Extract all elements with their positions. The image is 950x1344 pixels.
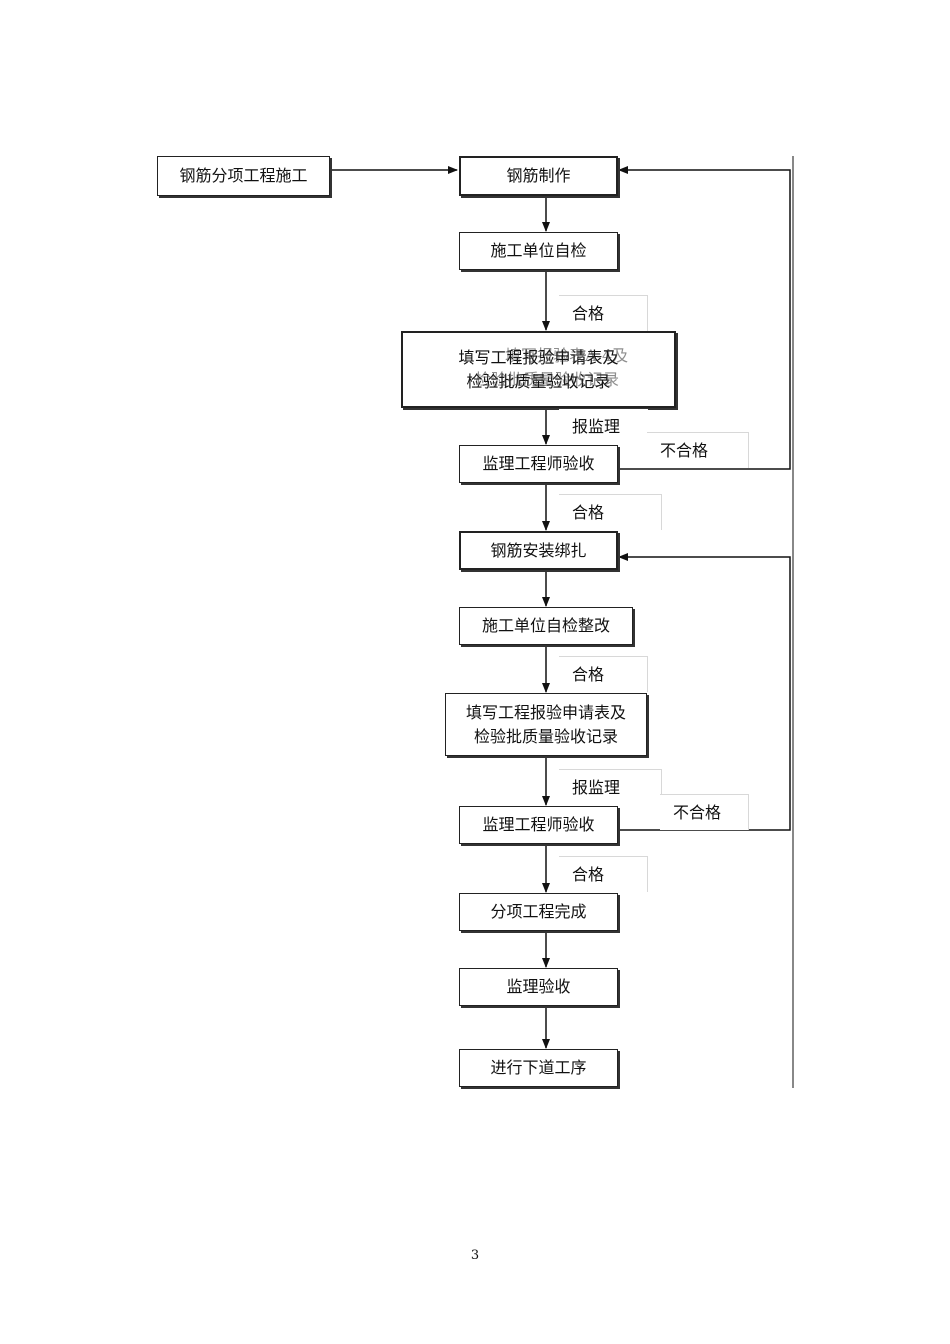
loop-fail-2 <box>617 553 791 831</box>
form-1-box: 填写工程报验申请表及 检验批质量验收记录 <box>401 331 676 408</box>
self-check-1-label: 施工单位自检 <box>490 241 587 260</box>
next-label: 进行下道工序 <box>490 1058 587 1077</box>
form-1-line1: 填写工程报验申请表及 <box>458 347 619 367</box>
self-check-1-box: 施工单位自检 <box>459 232 618 270</box>
supervise-label: 监理验收 <box>506 977 571 996</box>
fail-2-label: 不合格 <box>660 794 749 830</box>
pass-3-label: 合格 <box>559 656 648 692</box>
fail-1-label: 不合格 <box>647 432 749 468</box>
self-check-2-box: 施工单位自检整改 <box>459 607 633 645</box>
form-2-box: 填写工程报验申请表及 检验批质量验收记录 <box>445 693 647 756</box>
make-label: 钢筋制作 <box>506 166 571 185</box>
make-box: 钢筋制作 <box>459 156 618 196</box>
form-1-overlay-line1: 填写报验表A-4及 <box>505 346 629 365</box>
report-1-label: 报监理 <box>559 409 648 445</box>
loop-fail-1 <box>617 166 791 470</box>
inspect-2-box: 监理工程师验收 <box>459 806 618 844</box>
install-label: 钢筋安装绑扎 <box>490 540 587 560</box>
start-label: 钢筋分项工程施工 <box>179 166 308 185</box>
supervise-box: 监理验收 <box>459 968 618 1006</box>
start-box: 钢筋分项工程施工 <box>157 156 330 196</box>
form-1-overlay-line2: 检验批质量验收记录 <box>475 370 620 389</box>
inspect-1-label: 监理工程师验收 <box>482 454 595 473</box>
pass-4-label: 合格 <box>559 856 648 892</box>
page-number: 3 <box>470 1248 480 1263</box>
form-2-line2: 检验批质量验收记录 <box>473 726 618 746</box>
complete-label: 分项工程完成 <box>490 902 587 921</box>
self-check-2-label: 施工单位自检整改 <box>481 616 610 635</box>
inspect-1-box: 监理工程师验收 <box>459 445 618 483</box>
inspect-2-label: 监理工程师验收 <box>482 815 595 834</box>
pass-1-label: 合格 <box>559 295 648 331</box>
form-2-line1: 填写工程报验申请表及 <box>465 702 626 722</box>
pass-2-label: 合格 <box>559 494 662 530</box>
report-2-label: 报监理 <box>559 769 662 805</box>
form-1-line2: 检验批质量验收记录 <box>466 371 611 391</box>
next-box: 进行下道工序 <box>459 1049 618 1087</box>
install-box: 钢筋安装绑扎 <box>459 531 618 570</box>
complete-box: 分项工程完成 <box>459 893 618 931</box>
